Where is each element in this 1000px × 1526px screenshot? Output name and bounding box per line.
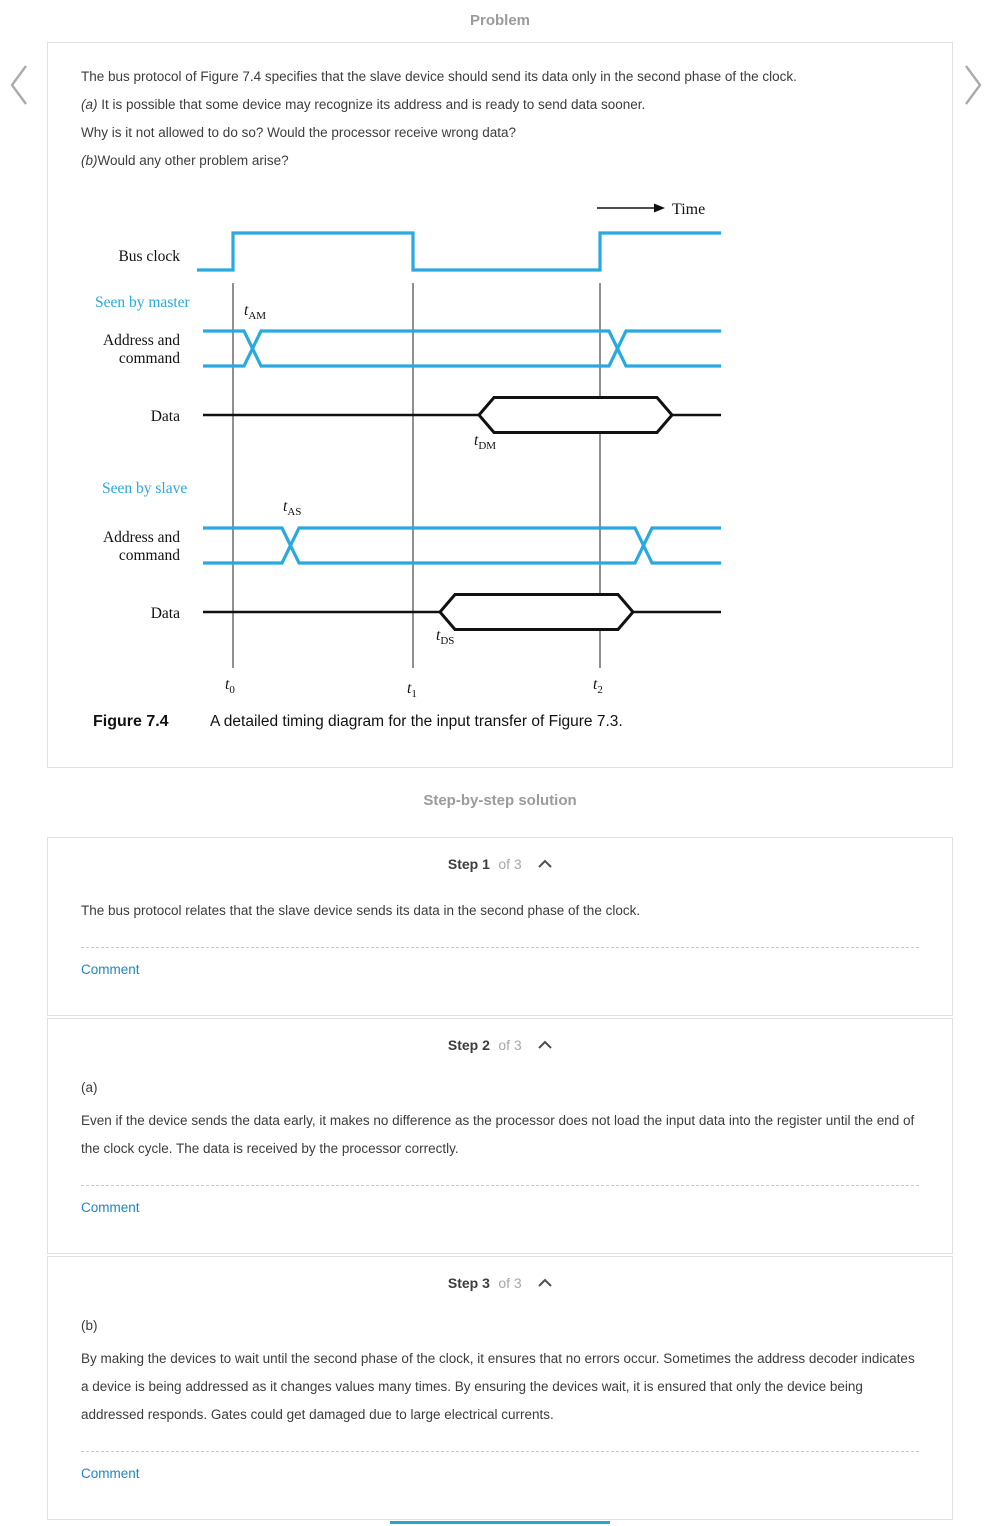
problem-card: The bus protocol of Figure 7.4 specifies…	[47, 42, 953, 768]
prev-problem-button[interactable]	[6, 60, 40, 110]
problem-statement: The bus protocol of Figure 7.4 specifies…	[81, 63, 929, 175]
slave-data-signal	[203, 593, 721, 631]
next-problem-button[interactable]	[960, 60, 994, 110]
step-header: Step 1 of 3	[81, 854, 919, 875]
collapse-step-icon[interactable]	[538, 1035, 552, 1055]
part-label: (a)	[81, 1080, 98, 1095]
step-body: The bus protocol relates that the slave …	[81, 903, 641, 918]
problem-line: (b)Would any other problem arise?	[81, 153, 289, 168]
problem-line: The bus protocol of Figure 7.4 specifies…	[81, 69, 797, 84]
step-title: Step 3	[447, 1275, 490, 1291]
t-ds-label: tDS	[436, 627, 454, 647]
step-title: Step 2	[447, 1037, 490, 1053]
bus-clock-label: Bus clock	[118, 248, 180, 265]
step-count: of 3	[498, 1275, 522, 1291]
solution-heading: Step-by-step solution	[423, 792, 577, 809]
slave-address-label-line1: Address and	[103, 529, 180, 546]
slave-address-label-line2: command	[119, 547, 180, 564]
bus-clock-waveform	[197, 231, 721, 272]
seen-by-master-label: Seen by master	[95, 294, 191, 311]
timing-diagram-svg: Time Bus clock Seen by master tAM Addres…	[93, 201, 721, 730]
step-count: of 3	[498, 1037, 522, 1053]
comment-link[interactable]: Comment	[81, 1200, 140, 1215]
t1-label: t1	[407, 680, 417, 700]
step-card-3: Step 3 of 3 (b) By making the devices to…	[47, 1256, 953, 1520]
collapse-step-icon[interactable]	[538, 1273, 552, 1293]
divider	[81, 947, 919, 948]
divider	[81, 1451, 919, 1452]
master-data-label: Data	[151, 408, 180, 425]
comment-link[interactable]: Comment	[81, 1466, 140, 1481]
master-data-signal	[203, 396, 721, 434]
step-body: By making the devices to wait until the …	[81, 1351, 915, 1422]
time-label: Time	[672, 201, 705, 218]
seen-by-slave-label: Seen by slave	[102, 480, 187, 497]
t2-label: t2	[593, 676, 603, 696]
problem-heading: Problem	[469, 12, 530, 29]
part-label: (b)	[81, 1318, 98, 1333]
master-address-bus	[203, 329, 721, 368]
problem-line: (a) It is possible that some device may …	[81, 97, 646, 112]
slave-address-bus	[203, 526, 721, 565]
timing-diagram-figure: Time Bus clock Seen by master tAM Addres…	[60, 190, 760, 765]
step-body: Even if the device sends the data early,…	[81, 1113, 915, 1156]
master-address-label-line2: command	[119, 350, 180, 367]
chevron-right-icon	[965, 65, 982, 105]
problem-line: Why is it not allowed to do so? Would th…	[81, 125, 516, 140]
time-arrow: Time	[597, 201, 705, 218]
figure-caption-number: Figure 7.4	[93, 713, 169, 730]
step-count: of 3	[498, 856, 522, 872]
master-address-label-line1: Address and	[103, 332, 180, 349]
divider	[81, 1185, 919, 1186]
t-as-label: tAS	[283, 498, 301, 518]
comment-link[interactable]: Comment	[81, 962, 140, 977]
step-header: Step 2 of 3	[81, 1035, 919, 1056]
chevron-left-icon	[10, 65, 27, 105]
t0-label: t0	[225, 676, 235, 696]
t-dm-label: tDM	[474, 432, 496, 452]
step-title: Step 1	[447, 856, 490, 872]
t-am-label: tAM	[244, 302, 266, 322]
step-card-2: Step 2 of 3 (a) Even if the device sends…	[47, 1018, 953, 1254]
slave-data-label: Data	[151, 605, 180, 622]
figure-caption-text: A detailed timing diagram for the input …	[210, 713, 623, 730]
step-card-1: Step 1 of 3 The bus protocol relates tha…	[47, 837, 953, 1016]
collapse-step-icon[interactable]	[538, 854, 552, 874]
bottom-accent-bar	[390, 1521, 610, 1524]
step-header: Step 3 of 3	[81, 1273, 919, 1294]
